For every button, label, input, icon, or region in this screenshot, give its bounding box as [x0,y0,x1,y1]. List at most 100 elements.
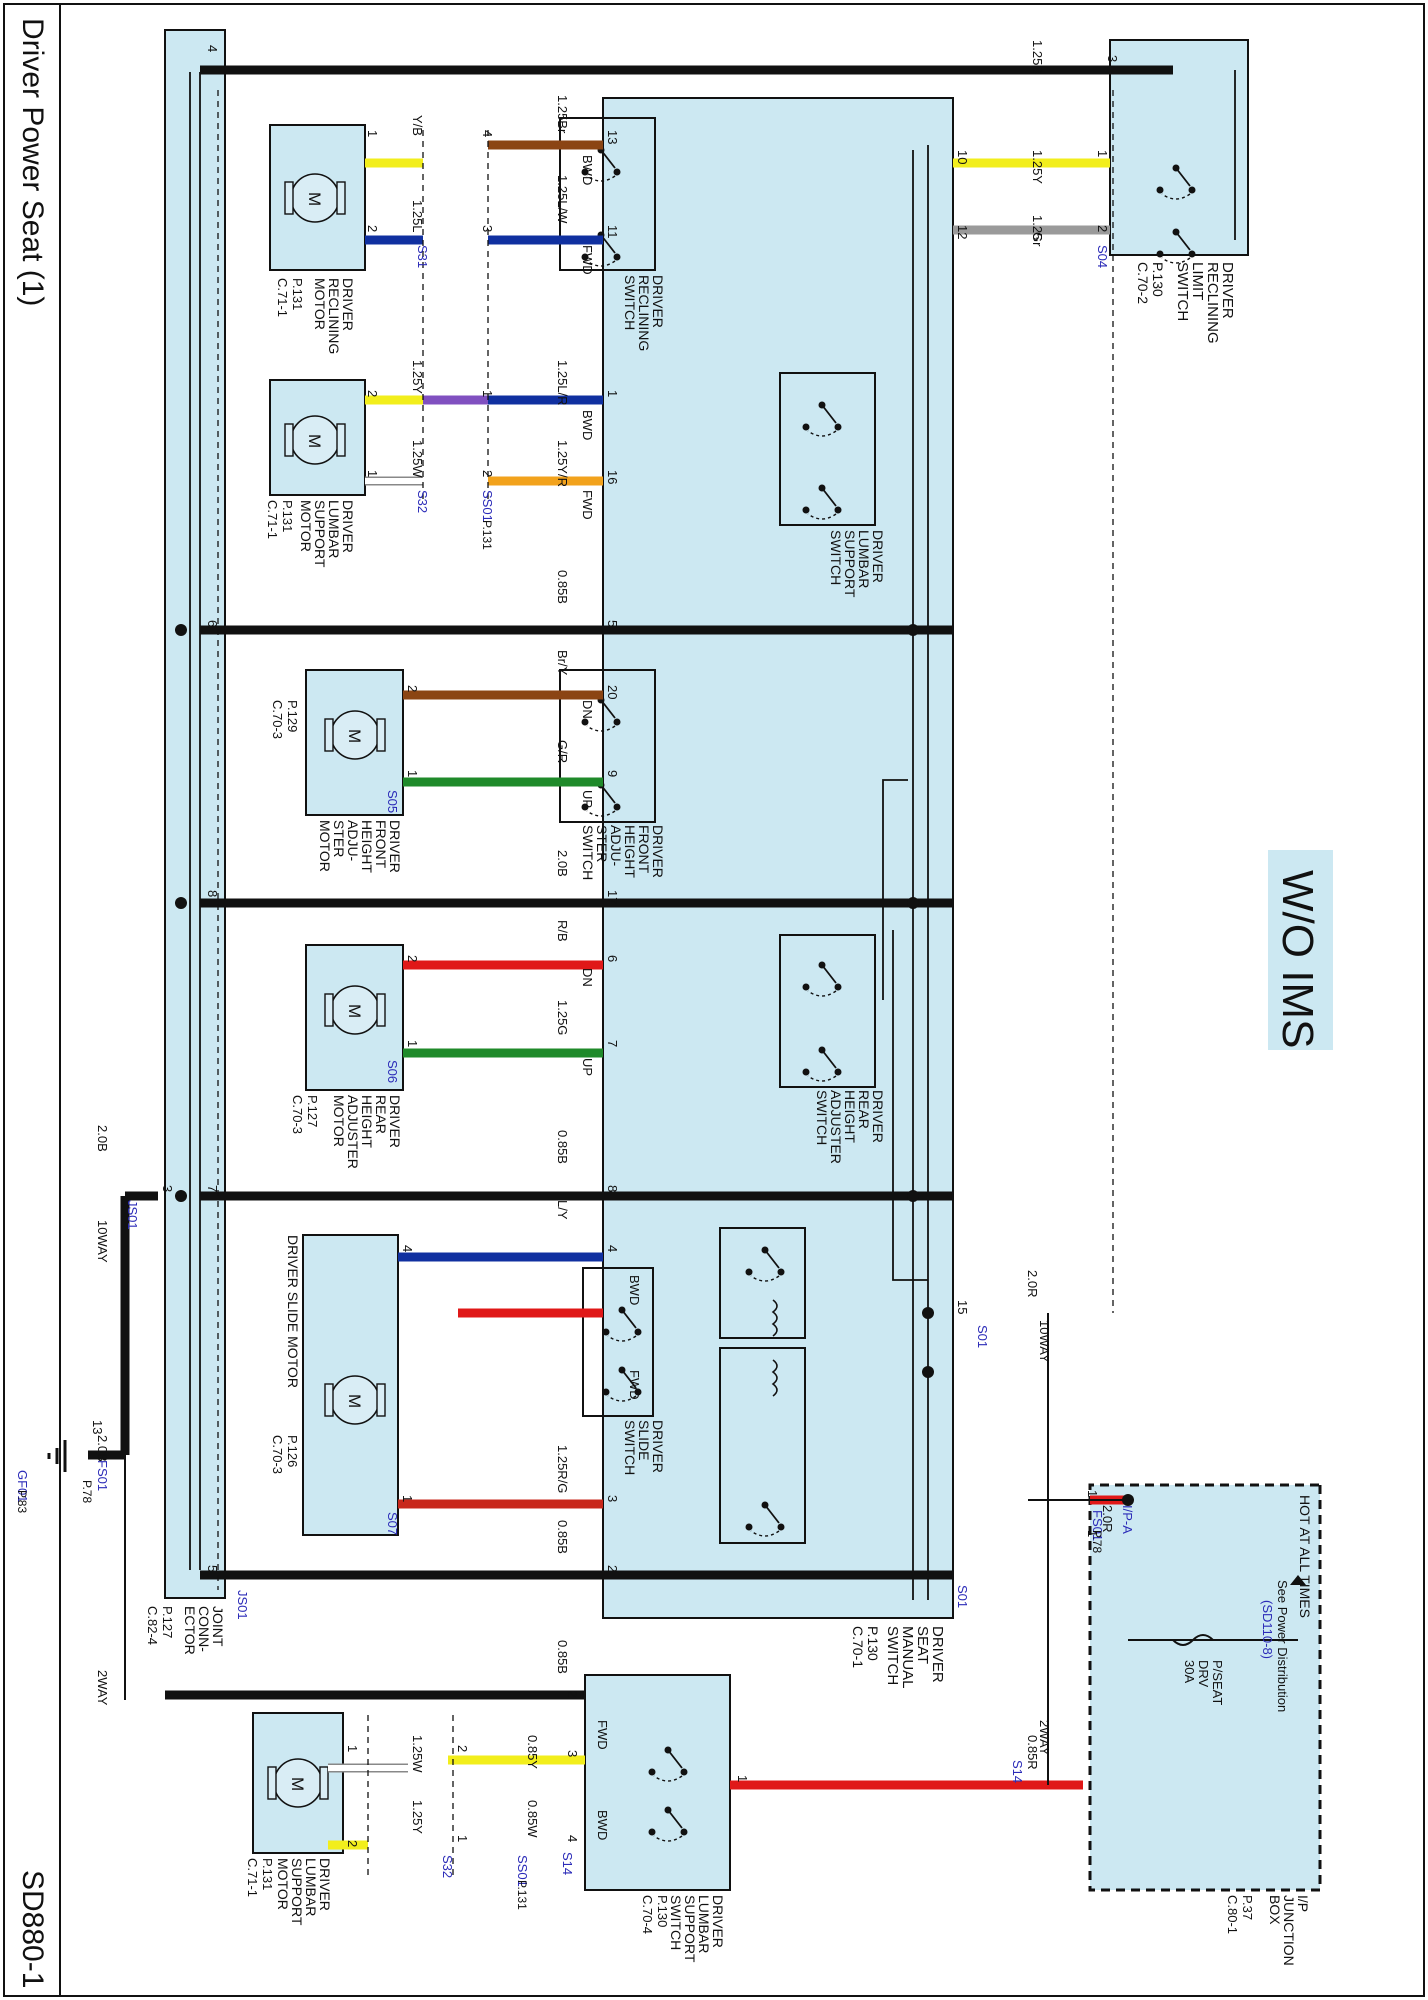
motor-m-0: M [305,192,324,206]
wire-20r-a: 2.0R [1025,1270,1040,1297]
pin-16: 16 [605,470,620,484]
pin-2-e: 2 [405,955,420,962]
manual-switch-box [602,97,954,1619]
wire-20b-c: 2.0B [95,1435,110,1462]
page-frame [3,3,1425,1997]
lumbar-switch-2way-label-line-0: DRIVER [710,1895,726,1948]
slide-switch-label-line-2: SWITCH [622,1420,638,1475]
joint-connector-conn: C.82-4 [145,1606,160,1645]
junction-box [1088,1483,1322,1892]
pin-1-g: 1 [400,1495,415,1502]
rear-height-switch-label-line-2: HEIGHT [842,1090,858,1143]
pin-10: 10 [955,150,970,164]
wire-125lw: 1.25L/W [555,175,570,224]
pin-6: 6 [205,620,220,627]
dashed-lines [217,90,1114,1880]
wire-125w-b: 1.25W [410,1735,425,1773]
wire-125l: 1.25L [410,200,425,233]
pin-6-b: 6 [605,955,620,962]
pin-1-b: 1 [605,390,620,397]
splice-s32-b: S32 [440,1855,455,1878]
pin-1-fs: 1 [1085,1530,1100,1537]
pin-1-lm: 1 [345,1745,360,1752]
manual-switch-page: P.130 [865,1626,881,1661]
pin-12: 12 [955,225,970,239]
splice-fs01-a: FS01 [1090,1510,1105,1541]
rear-height-motor-label-line-2: HEIGHT [359,1095,375,1148]
junction-box-page: P.37 [1240,1895,1255,1920]
lumbar-switch-2way-label-line-3: SWITCH [668,1895,684,1950]
rear-height-switch-label-line-3: ADJUSTER [828,1090,844,1164]
splice-s06: S06 [385,1060,400,1083]
dir-up-1: UP [580,790,595,808]
pin-3-jc: 3 [160,1185,175,1192]
ref-p131-b: P.131 [515,1880,529,1910]
rear-height-motor-label-line-3: ADJUSTER [345,1095,361,1169]
pin-4-b: 4 [605,1245,620,1252]
internal-rail-4 [882,779,908,1000]
pin-9: 9 [605,770,620,777]
lumbar-motor-2way-label-line-2: SUPPORT [289,1858,305,1926]
lumbar-motor-2way-conn: C.71-1 [245,1858,260,1897]
wire-brY: Br/Y [555,650,570,676]
rear-height-motor-label-line-1: REAR [373,1095,389,1134]
relay-coil-2 [771,1359,778,1397]
joint-connector-label-line-1: CONN- [196,1606,212,1652]
wire-125y: 1.25Y [1030,150,1045,184]
splice-js01-b: JS01 [235,1590,250,1620]
motor-m-3: M [345,1004,364,1018]
pin-1-lim: 1 [1095,150,1110,157]
junction-box-label-line-0: I/P [1295,1895,1311,1912]
pin-2-c: 2 [365,390,380,397]
limit-switch-label-line-3: SWITCH [1174,262,1191,321]
front-height-switch-box [559,669,656,823]
pin-2-ls: 2 [565,1690,580,1697]
splice-ss01-b: SS01 [515,1855,530,1887]
wire-20b-a: 2.0B [555,850,570,877]
wire-125y-c: 1.25Y [410,1800,425,1834]
pin-11: 11 [605,225,620,239]
slide-motor-conn: C.70-3 [270,1435,285,1474]
lumbar-motor-2way-label-line-3: MOTOR [275,1858,291,1910]
slide-switch-label-line-1: SLIDE [636,1420,652,1460]
joint-connector-page: P.127 [160,1606,175,1638]
wire-125rg: 1.25R/G [555,1445,570,1493]
wire-20b-b: 2.0B [95,1125,110,1152]
see-line1: See Power Distribution [1275,1580,1290,1712]
fuse-label-line-1: DRV [1196,1660,1211,1688]
dir-bwd-1: BWD [580,155,595,185]
reclining-switch-label-line-1: RECLINING [636,275,652,351]
lumbar-switch-label-line-2: SUPPORT [842,530,858,598]
ref-p83: P.83 [15,1490,29,1513]
lumbar-switch-2way-page: P.130 [655,1895,670,1927]
lumbar-switch-2way-label-line-2: SUPPORT [682,1895,698,1963]
reclining-switch-label-line-0: DRIVER [650,275,666,328]
slide-motor-page: P.126 [285,1435,300,1467]
dir-dn-2: DN [580,968,595,987]
manual-switch-label-line-3: SWITCH [884,1626,901,1685]
splice-s05: S05 [385,790,400,813]
option-label: W/O IMS [1273,870,1322,1048]
pin-4-a: 4 [480,130,495,137]
pin-1-ls: 1 [735,1775,750,1782]
lumbar-switch-2way-box [584,1674,731,1891]
reclining-motor-page: P.131 [290,278,305,310]
option-label-bg [1268,850,1333,1050]
variant-10way-b: 10WAY [95,1220,110,1263]
lumbar-motor-2way-label-line-0: DRIVER [317,1858,333,1911]
manual-switch-label-line-2: MANUAL [899,1626,916,1689]
limit-switch-conn: C.70-2 [1135,262,1151,304]
pin-7-b: 7 [205,1185,220,1192]
junction-box-conn: C.80-1 [1225,1895,1240,1934]
slide-motor-label-line-0: DRIVER SLIDE MOTOR [285,1235,301,1388]
pin-3-ls: 3 [565,1750,580,1757]
splice-s14-b: S14 [560,1852,575,1875]
limit-switch-box [1109,39,1249,256]
lumbar-motor-page: P.131 [280,500,295,532]
variant-10way-a: 10WAY [1037,1320,1052,1363]
pin-5: 5 [605,620,620,627]
wire-125y-b: 1.25Y [410,360,425,394]
limit-switch-page: P.130 [1150,262,1166,297]
dir-fwd-3: FWD [595,1720,610,1750]
